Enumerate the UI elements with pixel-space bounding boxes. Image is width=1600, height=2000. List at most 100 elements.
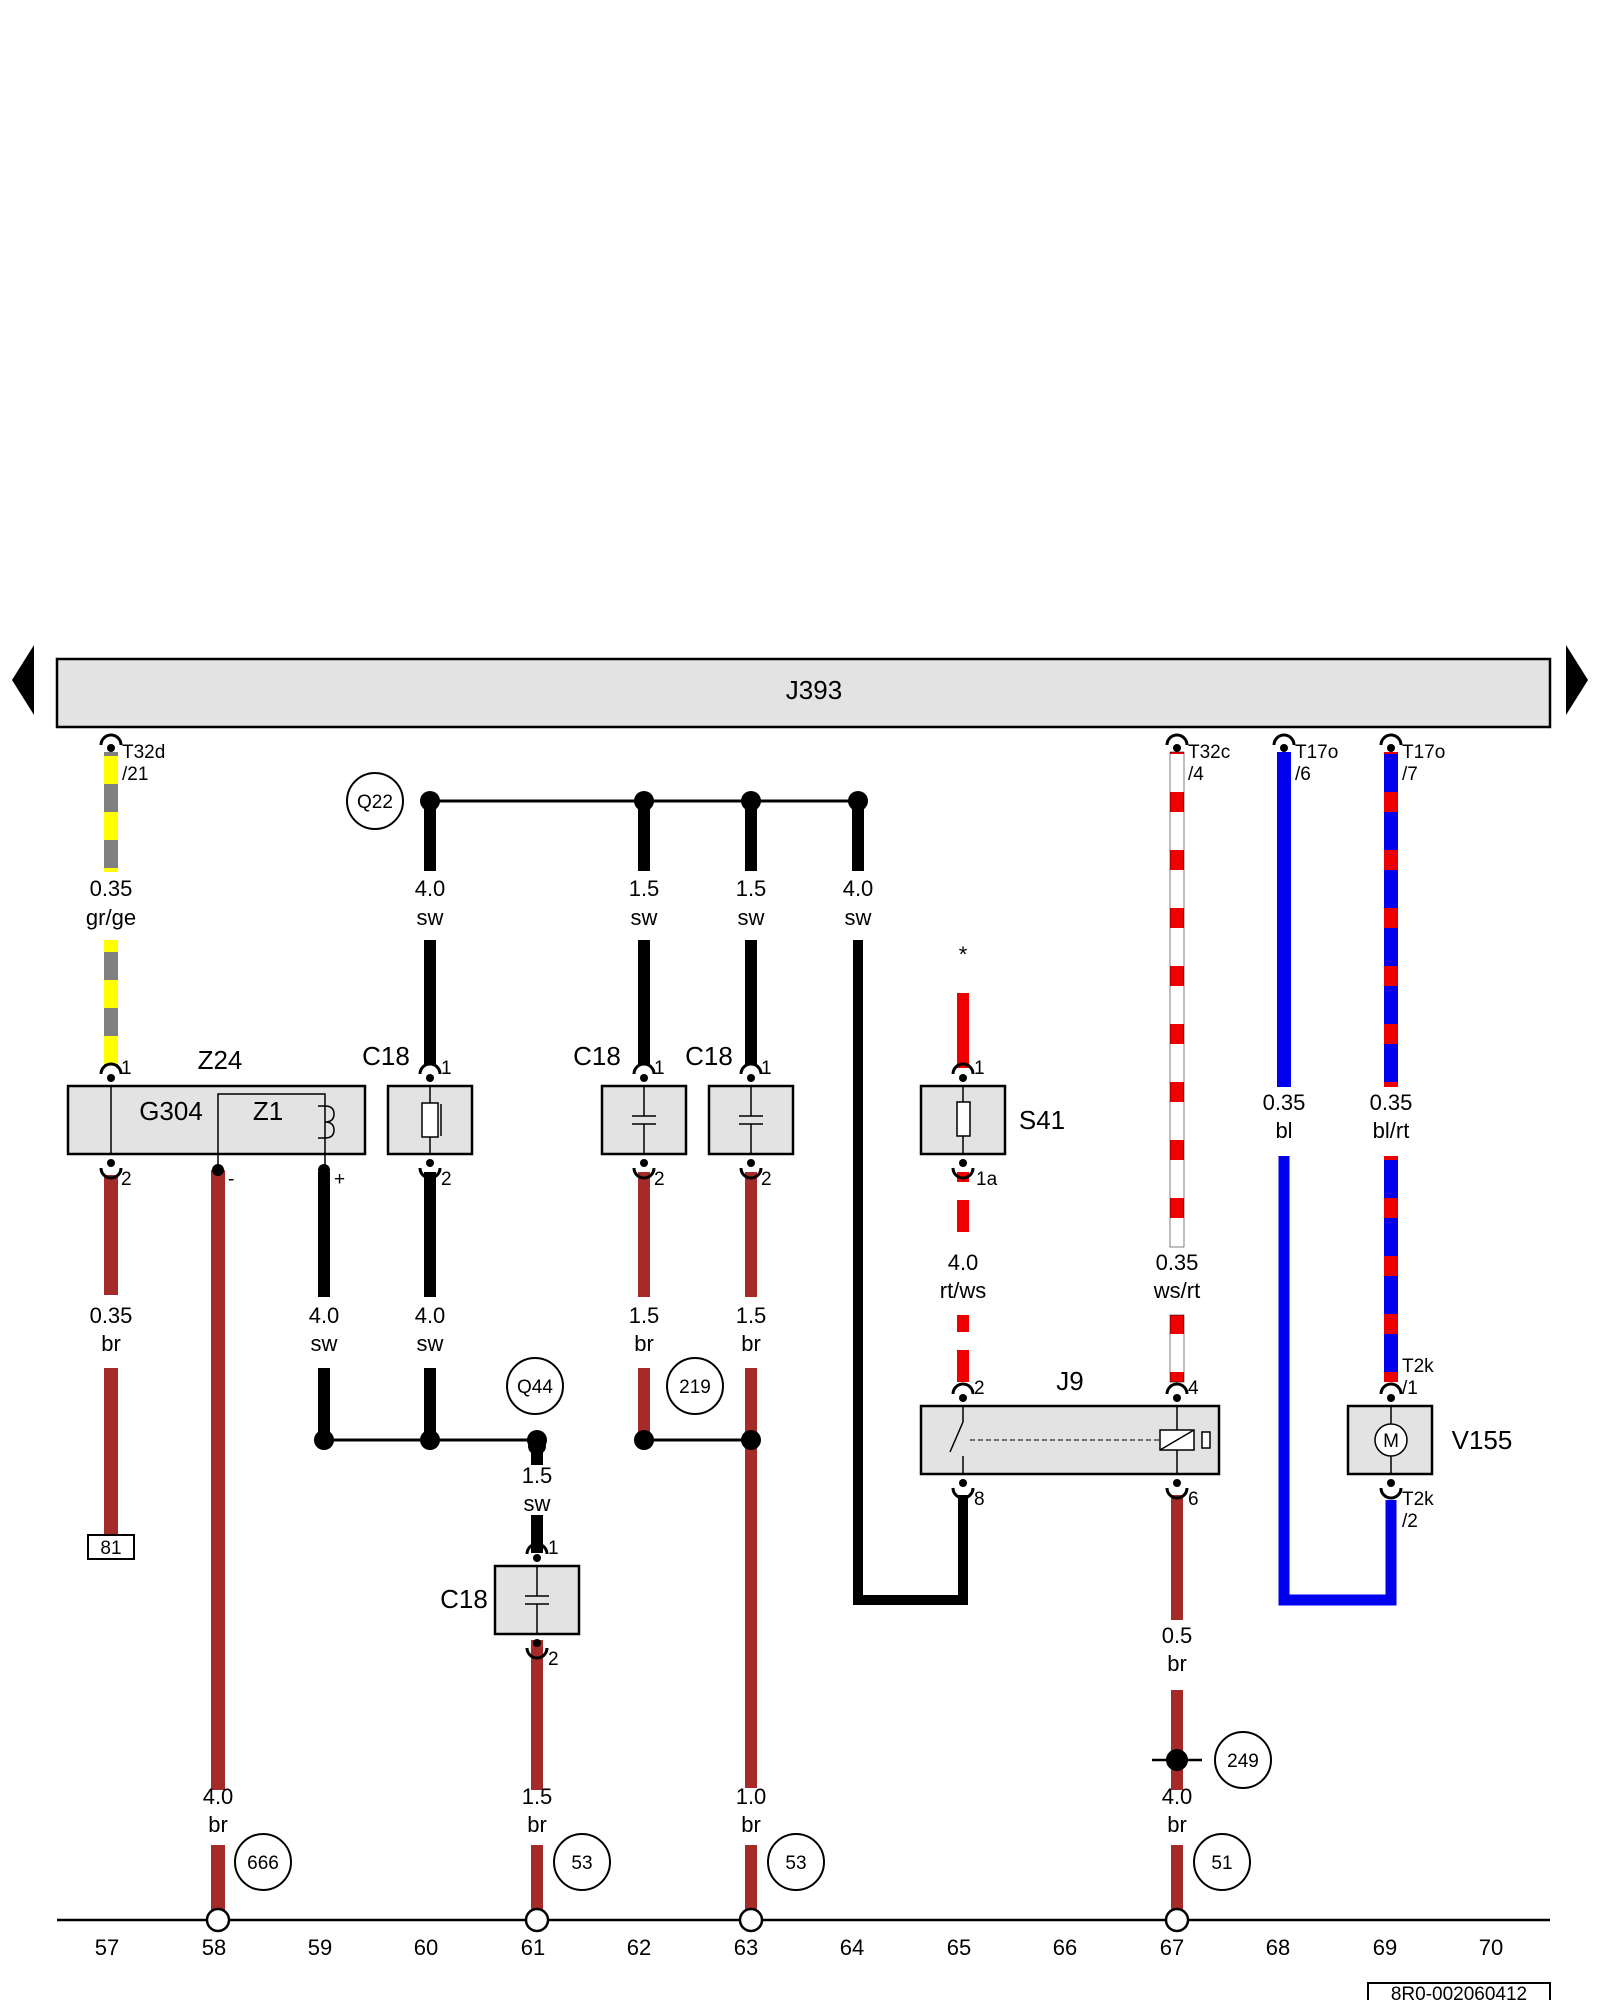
wire-size: 0.35 xyxy=(1156,1250,1199,1275)
pin-dot xyxy=(1387,744,1395,752)
c18-module-d: C18 xyxy=(440,1564,581,1636)
wire-bl-upper xyxy=(1277,752,1291,1087)
scale-66: 66 xyxy=(1053,1935,1077,1960)
pin-label: + xyxy=(334,1169,345,1190)
junction-dot xyxy=(634,1430,654,1450)
wire-br-z24 xyxy=(104,1175,118,1295)
g304-label: G304 xyxy=(139,1096,203,1126)
wire-color: sw xyxy=(738,905,765,930)
ref-box-81 xyxy=(87,1534,135,1560)
pin-label: /2 xyxy=(1402,1511,1418,1532)
wire-grge-upper xyxy=(104,752,118,872)
pin-label: 1 xyxy=(121,1058,132,1079)
pin-label: 1 xyxy=(974,1058,985,1079)
scale-68: 68 xyxy=(1266,1935,1290,1960)
connector-pin-icon xyxy=(632,1062,656,1075)
pin-label: 6 xyxy=(1188,1489,1199,1510)
connector-pin-icon xyxy=(1165,733,1189,746)
pin-label: - xyxy=(228,1169,234,1190)
wire-br-58 xyxy=(211,1170,225,1790)
scale-62: 62 xyxy=(627,1935,651,1960)
c18-module-c: C18 xyxy=(685,1041,795,1156)
scale-60: 60 xyxy=(414,1935,438,1960)
connector-pin-icon xyxy=(632,1167,656,1180)
wire-sw-z24-plus xyxy=(318,1172,330,1297)
wire-size: 4.0 xyxy=(309,1303,340,1328)
doc-code: 8R0-002060412 xyxy=(1391,1984,1527,2000)
ref-q22-label: Q22 xyxy=(357,792,393,813)
ref-circle-666 xyxy=(234,1833,292,1891)
junction-dot xyxy=(314,1430,334,1450)
junction-dot xyxy=(741,1430,761,1450)
connector-pin-icon xyxy=(1379,1382,1403,1395)
ground-points xyxy=(205,1907,1190,1933)
pin-dot xyxy=(1280,744,1288,752)
pin-label: 2 xyxy=(441,1169,452,1190)
connector-pin-icon xyxy=(951,1062,975,1075)
wire-br-c18b xyxy=(638,1172,650,1297)
wire-sw-c18a-lower xyxy=(424,940,436,1065)
wire-br-67-lower xyxy=(1171,1845,1183,1920)
wire-color: sw xyxy=(845,905,872,930)
j393-control-unit xyxy=(55,657,1552,729)
wire-size: 0.35 xyxy=(90,876,133,901)
c18c-label: C18 xyxy=(685,1041,733,1071)
wire-size: 4.0 xyxy=(415,1303,446,1328)
wire-color: sw xyxy=(311,1331,338,1356)
pin-label: 2 xyxy=(548,1649,559,1670)
pin-dot xyxy=(107,1159,115,1167)
wire-size: 0.5 xyxy=(1162,1623,1193,1648)
wire-rt-s41-top xyxy=(957,993,969,1068)
connector-pin-icon xyxy=(739,1167,763,1180)
pin-dot xyxy=(747,1074,755,1082)
junctions xyxy=(314,791,1202,1771)
s41-star: * xyxy=(959,942,968,967)
scale-59: 59 xyxy=(308,1935,332,1960)
wire-color: br xyxy=(101,1331,121,1356)
connector-pin-icon xyxy=(1379,1487,1403,1500)
wire-bl-loop xyxy=(1278,1156,1397,1606)
pin-label: 8 xyxy=(974,1489,985,1510)
z24-box xyxy=(66,1084,367,1156)
v155-motor: M V155 xyxy=(1346,1404,1512,1476)
pin-label: 1 xyxy=(548,1538,559,1559)
pin-label: 1 xyxy=(654,1058,665,1079)
top-connector-4-line2: /7 xyxy=(1402,764,1418,785)
pin-dot xyxy=(959,1159,967,1167)
scale-67: 67 xyxy=(1160,1935,1184,1960)
pin-label: 1 xyxy=(441,1058,452,1079)
wire-color: br xyxy=(741,1331,761,1356)
wire-br-63 xyxy=(745,1368,757,1788)
junction-dot xyxy=(420,791,440,811)
pin-dot xyxy=(640,1159,648,1167)
wire-br-j9 xyxy=(1171,1495,1183,1620)
pin-label: 4 xyxy=(1188,1378,1199,1399)
pin-dot xyxy=(533,1639,541,1647)
ref-circle-q22 xyxy=(346,772,404,830)
wire-size: 0.35 xyxy=(1263,1090,1306,1115)
wire-color: br xyxy=(741,1812,761,1837)
connector-pin-icon xyxy=(525,1542,549,1555)
connector-pin-icon xyxy=(525,1647,549,1660)
wire-sw-c18c-lower xyxy=(745,940,757,1065)
ground-point-61 xyxy=(524,1907,550,1933)
scale-63: 63 xyxy=(734,1935,758,1960)
j393-label: J393 xyxy=(786,675,842,705)
wire-color: sw xyxy=(524,1491,551,1516)
wire-br-61 xyxy=(531,1640,543,1790)
wire-size: 1.0 xyxy=(736,1784,767,1809)
ref-51-label: 51 xyxy=(1211,1853,1232,1874)
top-connector-1-line2: /21 xyxy=(122,764,148,785)
heater-element-icon xyxy=(318,1105,335,1139)
j9-coil-diag xyxy=(1159,1429,1195,1451)
ref-circle-53b xyxy=(767,1833,825,1891)
wire-sw-c18b-upper xyxy=(638,801,650,871)
ground-point-58 xyxy=(205,1907,231,1933)
c18b-label: C18 xyxy=(573,1041,621,1071)
j9-label: J9 xyxy=(1056,1366,1083,1396)
motor-symbol: M xyxy=(1383,1431,1399,1452)
pin-dot xyxy=(640,1074,648,1082)
pin-dot xyxy=(747,1159,755,1167)
top-connector-1-line1: T32d xyxy=(122,742,165,763)
